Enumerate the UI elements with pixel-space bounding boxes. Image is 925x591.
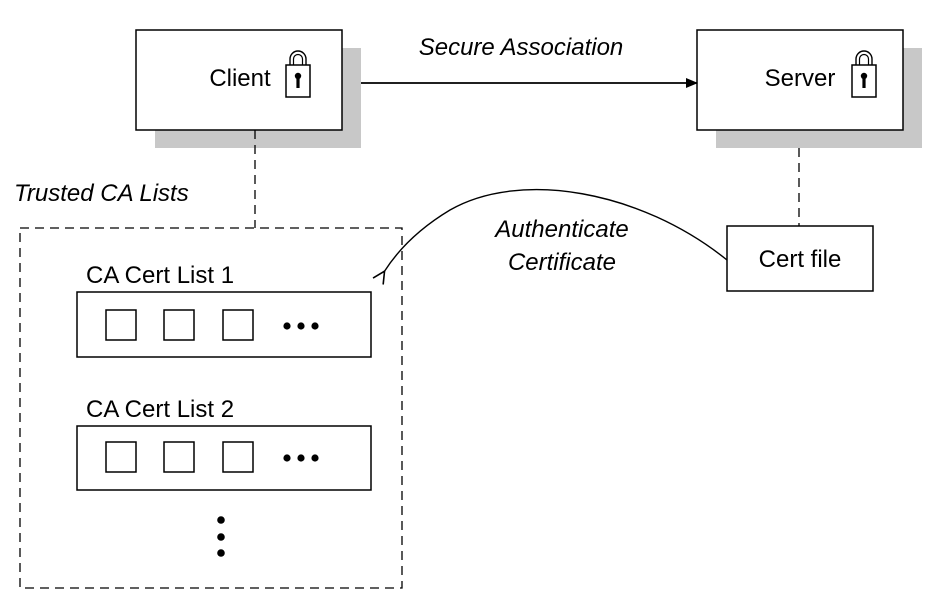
vertical-ellipsis-icon bbox=[217, 516, 225, 557]
cert-file-box bbox=[726, 225, 874, 292]
ca-cert-list-2-label: CA Cert List 2 bbox=[86, 396, 234, 423]
ca-cert-list-1-label: CA Cert List 1 bbox=[86, 262, 234, 289]
cert-file-label: Cert file bbox=[759, 246, 842, 273]
client-label: Client bbox=[209, 65, 271, 92]
server-node: Server bbox=[696, 29, 922, 148]
cert-square bbox=[163, 441, 195, 473]
padlock-icon bbox=[285, 50, 311, 98]
authenticate-arrow bbox=[384, 188, 728, 272]
ca-cert-list-2: CA Cert List 2 bbox=[76, 396, 372, 491]
ca-cert-list-1: CA Cert List 1 bbox=[76, 262, 372, 358]
server-label: Server bbox=[765, 65, 836, 92]
cert-square bbox=[222, 441, 254, 473]
cert-square bbox=[105, 441, 137, 473]
trusted-ca-label: Trusted CA Lists bbox=[14, 180, 189, 207]
cert-square bbox=[163, 309, 195, 341]
client-node: Client bbox=[135, 29, 361, 148]
padlock-icon bbox=[851, 50, 877, 98]
cert-file-node: Cert file bbox=[726, 225, 874, 292]
authenticate-label-line1: Authenticate bbox=[493, 216, 628, 243]
cert-square bbox=[105, 309, 137, 341]
authenticate-label-line2: Certificate bbox=[508, 249, 616, 276]
cert-square bbox=[222, 309, 254, 341]
ellipsis-icon bbox=[283, 454, 319, 462]
ellipsis-icon bbox=[283, 322, 319, 330]
secure-association-label: Secure Association bbox=[419, 34, 624, 61]
trusted-ca-container bbox=[19, 227, 403, 589]
